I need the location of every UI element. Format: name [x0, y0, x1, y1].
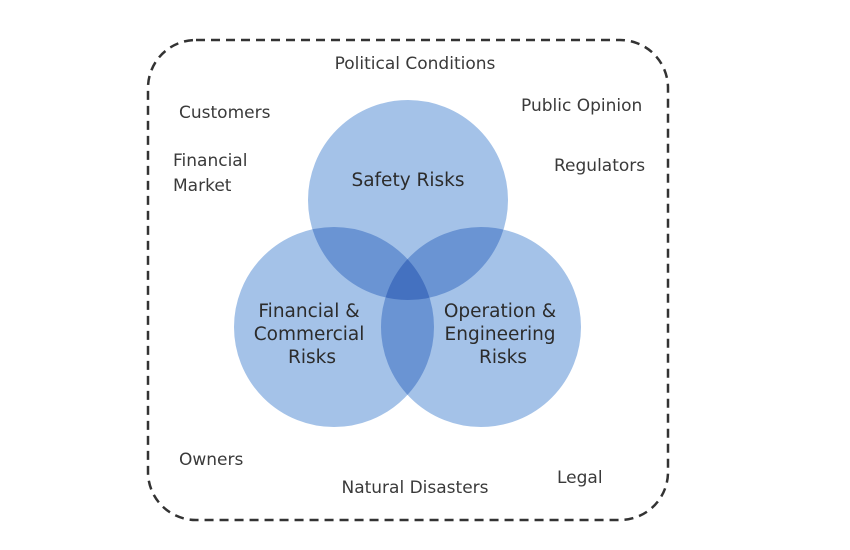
operation-engineering-risks-label: Operation & Engineering Risks [444, 301, 562, 368]
operation-engineering-label-line-2: Engineering [445, 324, 556, 345]
safety-risks-label-line: Safety Risks [351, 170, 464, 191]
political-conditions-label: Political Conditions [335, 54, 496, 74]
natural-disasters-label: Natural Disasters [341, 478, 488, 498]
financial-commercial-label-line-2: Commercial [254, 324, 365, 345]
regulators-label: Regulators [554, 156, 645, 176]
financial-commercial-risks-label: Financial & Commercial Risks [254, 301, 371, 368]
financial-market-label: Financial Market [173, 151, 253, 196]
owners-label: Owners [179, 450, 244, 470]
customers-label: Customers [179, 103, 271, 123]
legal-label: Legal [557, 468, 603, 488]
financial-commercial-label-line-3: Risks [288, 347, 336, 368]
operation-engineering-label-line-3: Risks [479, 347, 527, 368]
environment-boundary [146, 38, 670, 522]
operation-engineering-label-line-1: Operation & [444, 301, 556, 322]
financial-commercial-label-line-1: Financial & [258, 301, 359, 322]
financial-market-label-line-1: Financial [173, 151, 247, 171]
public-opinion-label: Public Opinion [521, 96, 642, 116]
venn-circles [232, 98, 583, 429]
safety-risks-label: Safety Risks [351, 170, 464, 191]
financial-market-label-line-2: Market [173, 176, 232, 196]
operation-engineering-risks-circle [379, 225, 583, 429]
